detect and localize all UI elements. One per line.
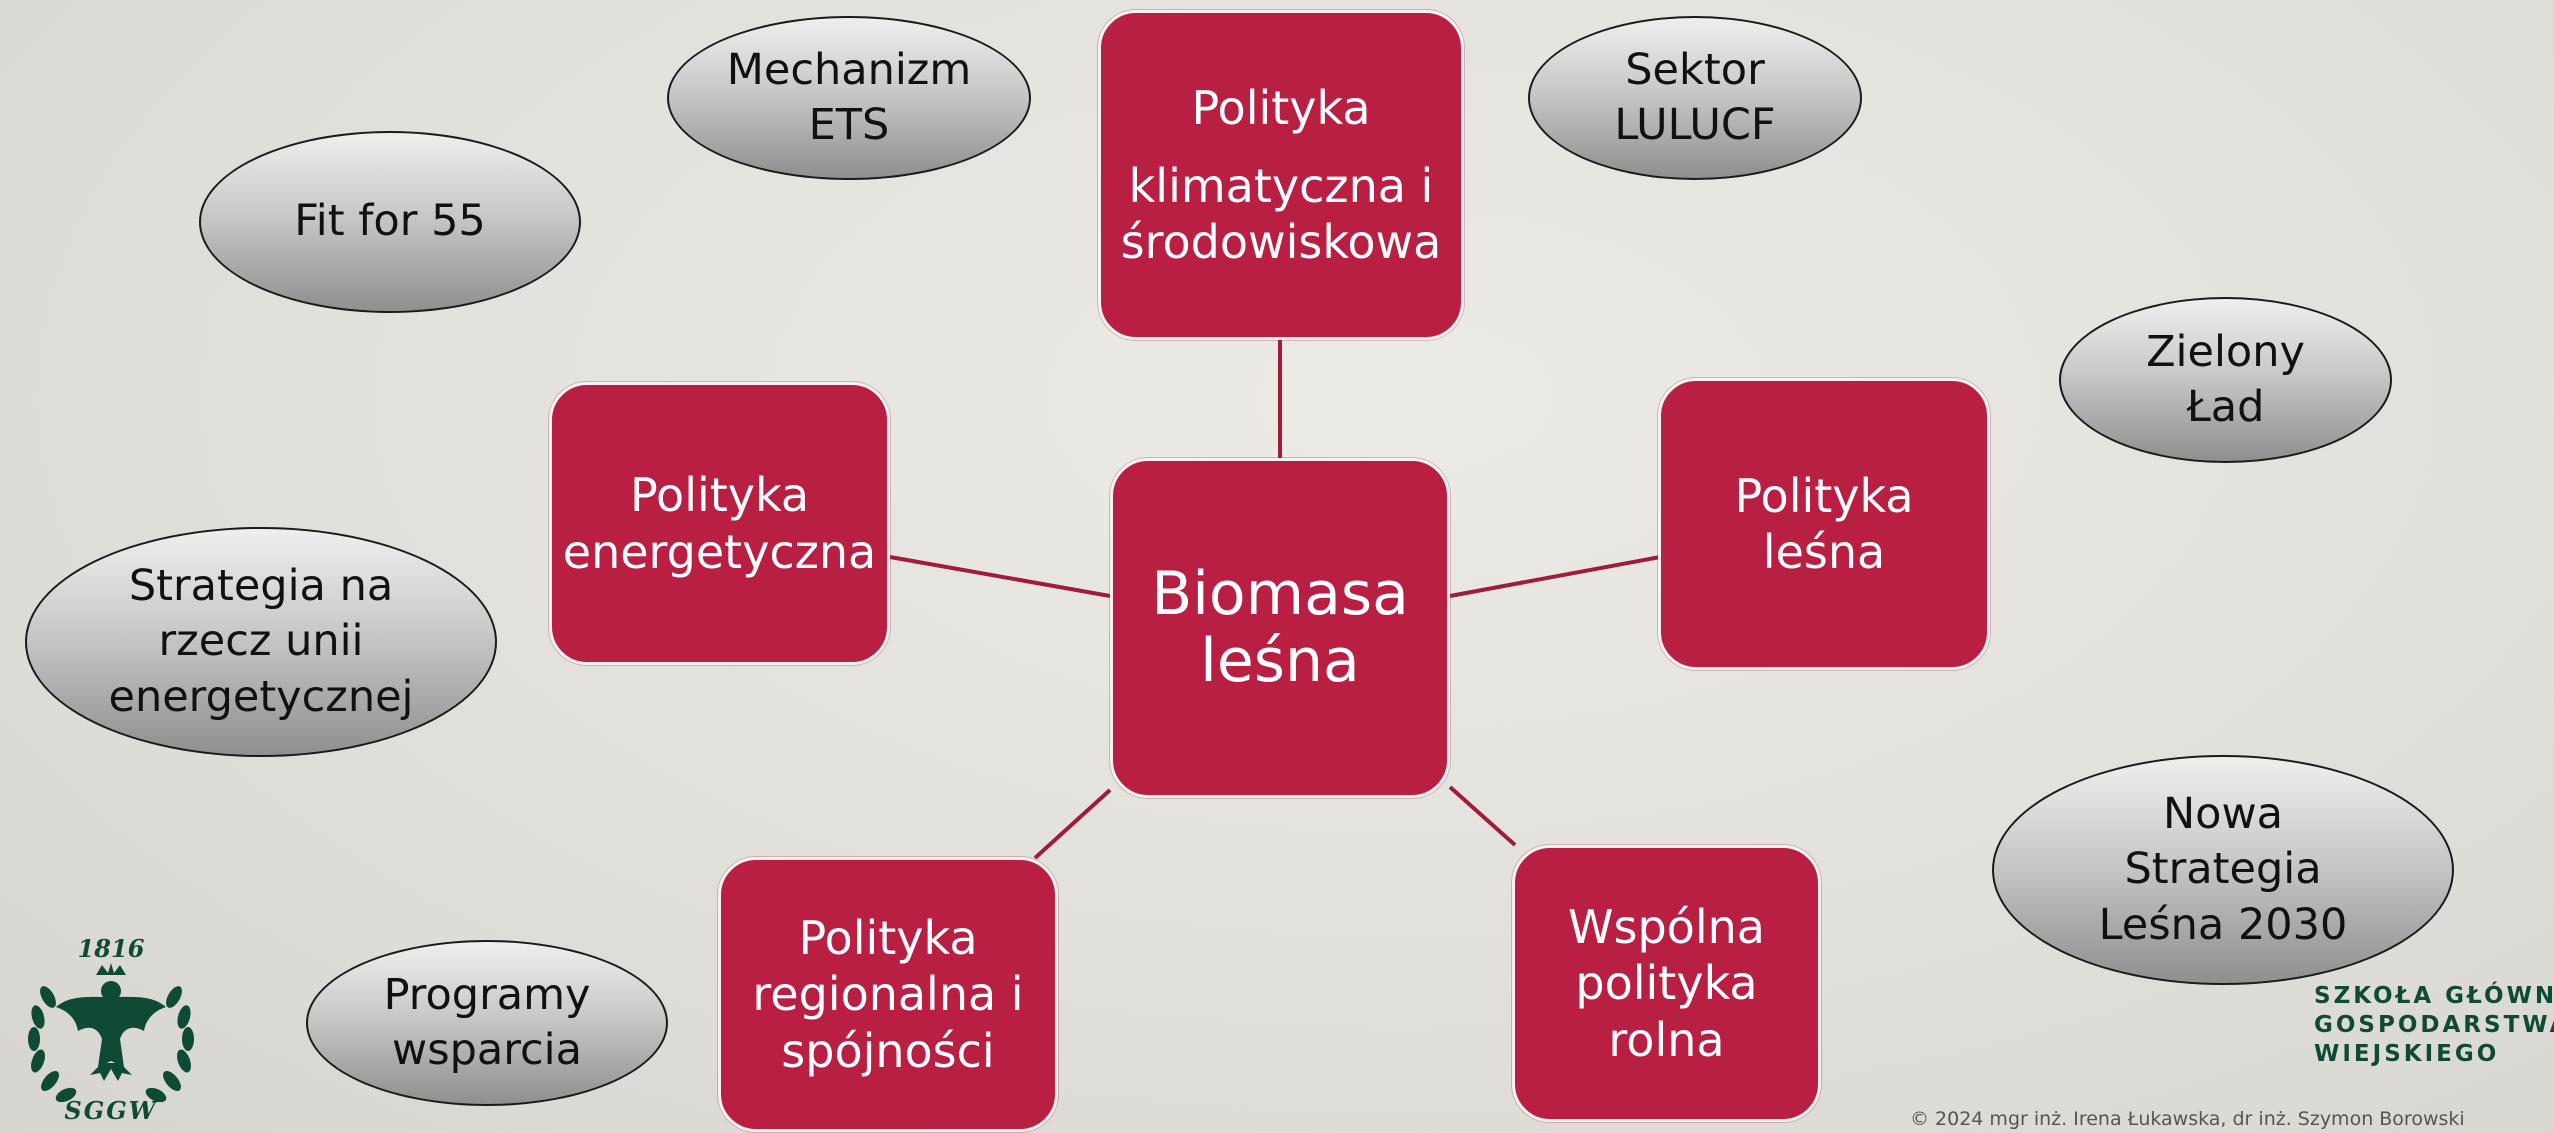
university-line-2: GOSPODARSTWA: [2314, 1012, 2554, 1038]
oval-lulucf: Sektor LULUCF: [1528, 16, 1862, 180]
policy-agri-line-1: Wspólna: [1568, 900, 1765, 955]
oval-energy-union-line-1: Strategia na: [128, 561, 394, 612]
policy-forest-line-1: Polityka: [1734, 468, 1914, 523]
policy-agri-line-2: polityka: [1575, 956, 1758, 1011]
policy-forest-line-2: leśna: [1762, 525, 1886, 579]
oval-lulucf-line-2: LULUCF: [1614, 100, 1776, 150]
oval-fit55-line-1: Fit for 55: [294, 196, 486, 247]
connector-regional: [1033, 788, 1112, 860]
logo-year: 1816: [78, 935, 145, 963]
oval-lulucf-line-1: Sektor: [1625, 44, 1765, 95]
oval-support-line-2: wsparcia: [392, 1025, 582, 1075]
policy-agri-node: Wspólna polityka rolna: [1512, 845, 1821, 1122]
oval-forest-strategy-line-2: Strategia: [2124, 844, 2322, 895]
university-line-1: SZKOŁA GŁÓWNA: [2314, 983, 2554, 1009]
center-line-1: Biomasa: [1151, 558, 1409, 629]
policy-regional-line-2: regionalna i: [752, 967, 1024, 1022]
connector-energy: [889, 555, 1111, 598]
oval-forest-strategy: Nowa Strategia Leśna 2030: [1992, 755, 2454, 985]
connector-agri: [1448, 785, 1517, 847]
connector-forest: [1449, 555, 1661, 598]
university-name: SZKOŁA GŁÓWNA GOSPODARSTWA WIEJSKIEGO: [2314, 982, 2554, 1069]
policy-regional-node: Polityka regionalna i spójności: [718, 857, 1058, 1132]
university-line-3: WIEJSKIEGO: [2314, 1041, 2500, 1067]
policy-climate-line-2: klimatyczna i: [1128, 158, 1434, 213]
policy-energy-line-1: Polityka: [629, 468, 810, 523]
oval-green-deal-line-1: Zielony: [2146, 326, 2305, 377]
oval-green-deal: Zielony Ład: [2059, 297, 2392, 463]
policy-forest-node: Polityka leśna: [1658, 378, 1990, 670]
oval-ets-line-2: ETS: [808, 100, 890, 150]
policy-energy-node: Polityka energetyczna: [549, 382, 890, 665]
oval-forest-strategy-line-1: Nowa: [2163, 789, 2283, 840]
copyright-notice: © 2024 mgr inż. Irena Łukawska, dr inż. …: [1910, 1108, 2465, 1130]
policy-climate-line-3: środowiskowa: [1120, 215, 1442, 270]
oval-energy-union: Strategia na rzecz unii energetycznej: [25, 527, 497, 757]
center-line-2: leśna: [1200, 626, 1360, 696]
policy-agri-line-3: rolna: [1608, 1012, 1725, 1067]
eagle-crest-icon: 1816 SGGW: [28, 935, 194, 1125]
policy-energy-line-2: energetyczna: [562, 524, 877, 579]
policy-regional-line-3: spójności: [781, 1023, 995, 1078]
logo-abbr: SGGW: [64, 1096, 157, 1125]
oval-energy-union-line-2: rzecz unii: [158, 616, 364, 667]
oval-support-programs: Programy wsparcia: [306, 940, 668, 1106]
oval-ets-line-1: Mechanizm: [726, 44, 972, 95]
policy-climate-node: Polityka klimatyczna i środowiskowa: [1098, 10, 1464, 340]
policy-regional-line-1: Polityka: [798, 911, 978, 966]
center-node-biomass: Biomasa leśna: [1110, 458, 1450, 798]
oval-forest-strategy-line-3: Leśna 2030: [2098, 899, 2348, 950]
oval-support-line-1: Programy: [383, 969, 591, 1020]
oval-ets: Mechanizm ETS: [667, 16, 1031, 180]
oval-green-deal-line-2: Ład: [2186, 382, 2265, 432]
oval-fit-for-55: Fit for 55: [199, 131, 581, 313]
oval-energy-union-line-3: energetycznej: [108, 671, 414, 722]
policy-climate-line-1: Polityka: [1191, 80, 1371, 135]
